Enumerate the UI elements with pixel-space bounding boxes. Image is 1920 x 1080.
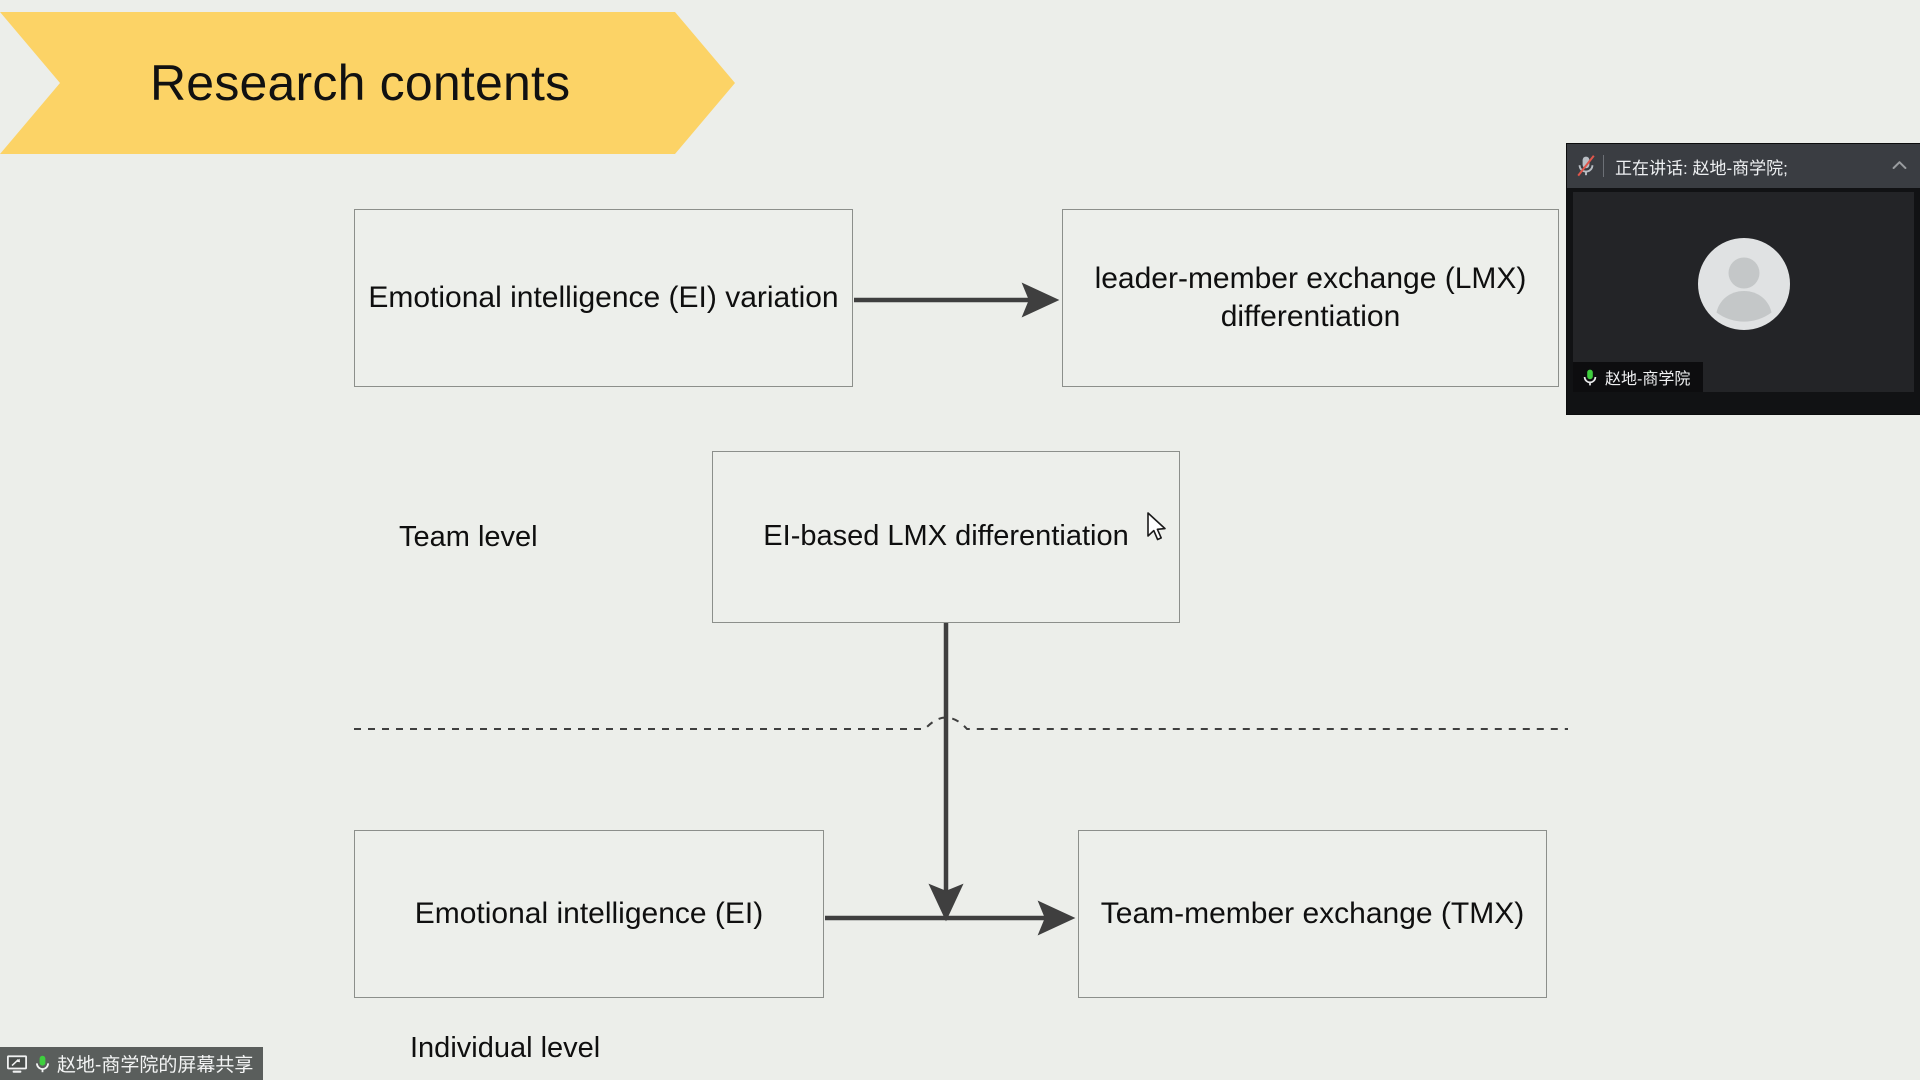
page-title: Research contents bbox=[150, 55, 571, 111]
level-label-individual: Individual level bbox=[410, 1032, 601, 1064]
taskbar-share-label: 赵地-商学院的屏幕共享 bbox=[57, 1055, 254, 1076]
participant-nametag: 赵地-商学院 bbox=[1573, 362, 1704, 392]
diagram-box-team-member-exchange: Team-member exchange (TMX) bbox=[1078, 830, 1547, 998]
participant-name-label: 赵地-商学院 bbox=[1605, 371, 1691, 388]
diagram-box-lmx-differentiation: leader-member exchange (LMX) differentia… bbox=[1062, 209, 1559, 387]
diagram-box-ei-based-lmx-differentiation: EI-based LMX differentiation bbox=[712, 451, 1180, 623]
taskbar-screen-share-item[interactable]: 赵地-商学院的屏幕共享 bbox=[0, 1047, 264, 1080]
microphone-active-icon bbox=[34, 1054, 51, 1074]
diagram-box-ei-variation: Emotional intelligence (EI) variation bbox=[354, 209, 853, 387]
diagram-box-emotional-intelligence: Emotional intelligence (EI) bbox=[354, 830, 824, 998]
microphone-muted-icon[interactable] bbox=[1575, 154, 1597, 178]
slide-title-banner bbox=[0, 12, 735, 154]
level-divider-dashed-line bbox=[354, 716, 1568, 730]
chevron-up-icon[interactable] bbox=[1891, 157, 1908, 174]
default-avatar-icon bbox=[1697, 238, 1790, 330]
level-label-team: Team level bbox=[399, 521, 538, 553]
zoom-panel-header[interactable]: 正在讲话: 赵地-商学院; bbox=[1567, 144, 1920, 188]
mouse-pointer-icon bbox=[1147, 512, 1166, 541]
screen-share-icon bbox=[6, 1054, 28, 1074]
zoom-video-panel[interactable]: 正在讲话: 赵地-商学院; bbox=[1567, 144, 1920, 414]
header-divider bbox=[1603, 155, 1604, 177]
microphone-active-icon bbox=[1582, 368, 1598, 387]
zoom-video-tile[interactable]: 赵地-商学院 bbox=[1573, 192, 1914, 392]
active-speaker-label: 正在讲话: 赵地-商学院; bbox=[1615, 158, 1788, 178]
